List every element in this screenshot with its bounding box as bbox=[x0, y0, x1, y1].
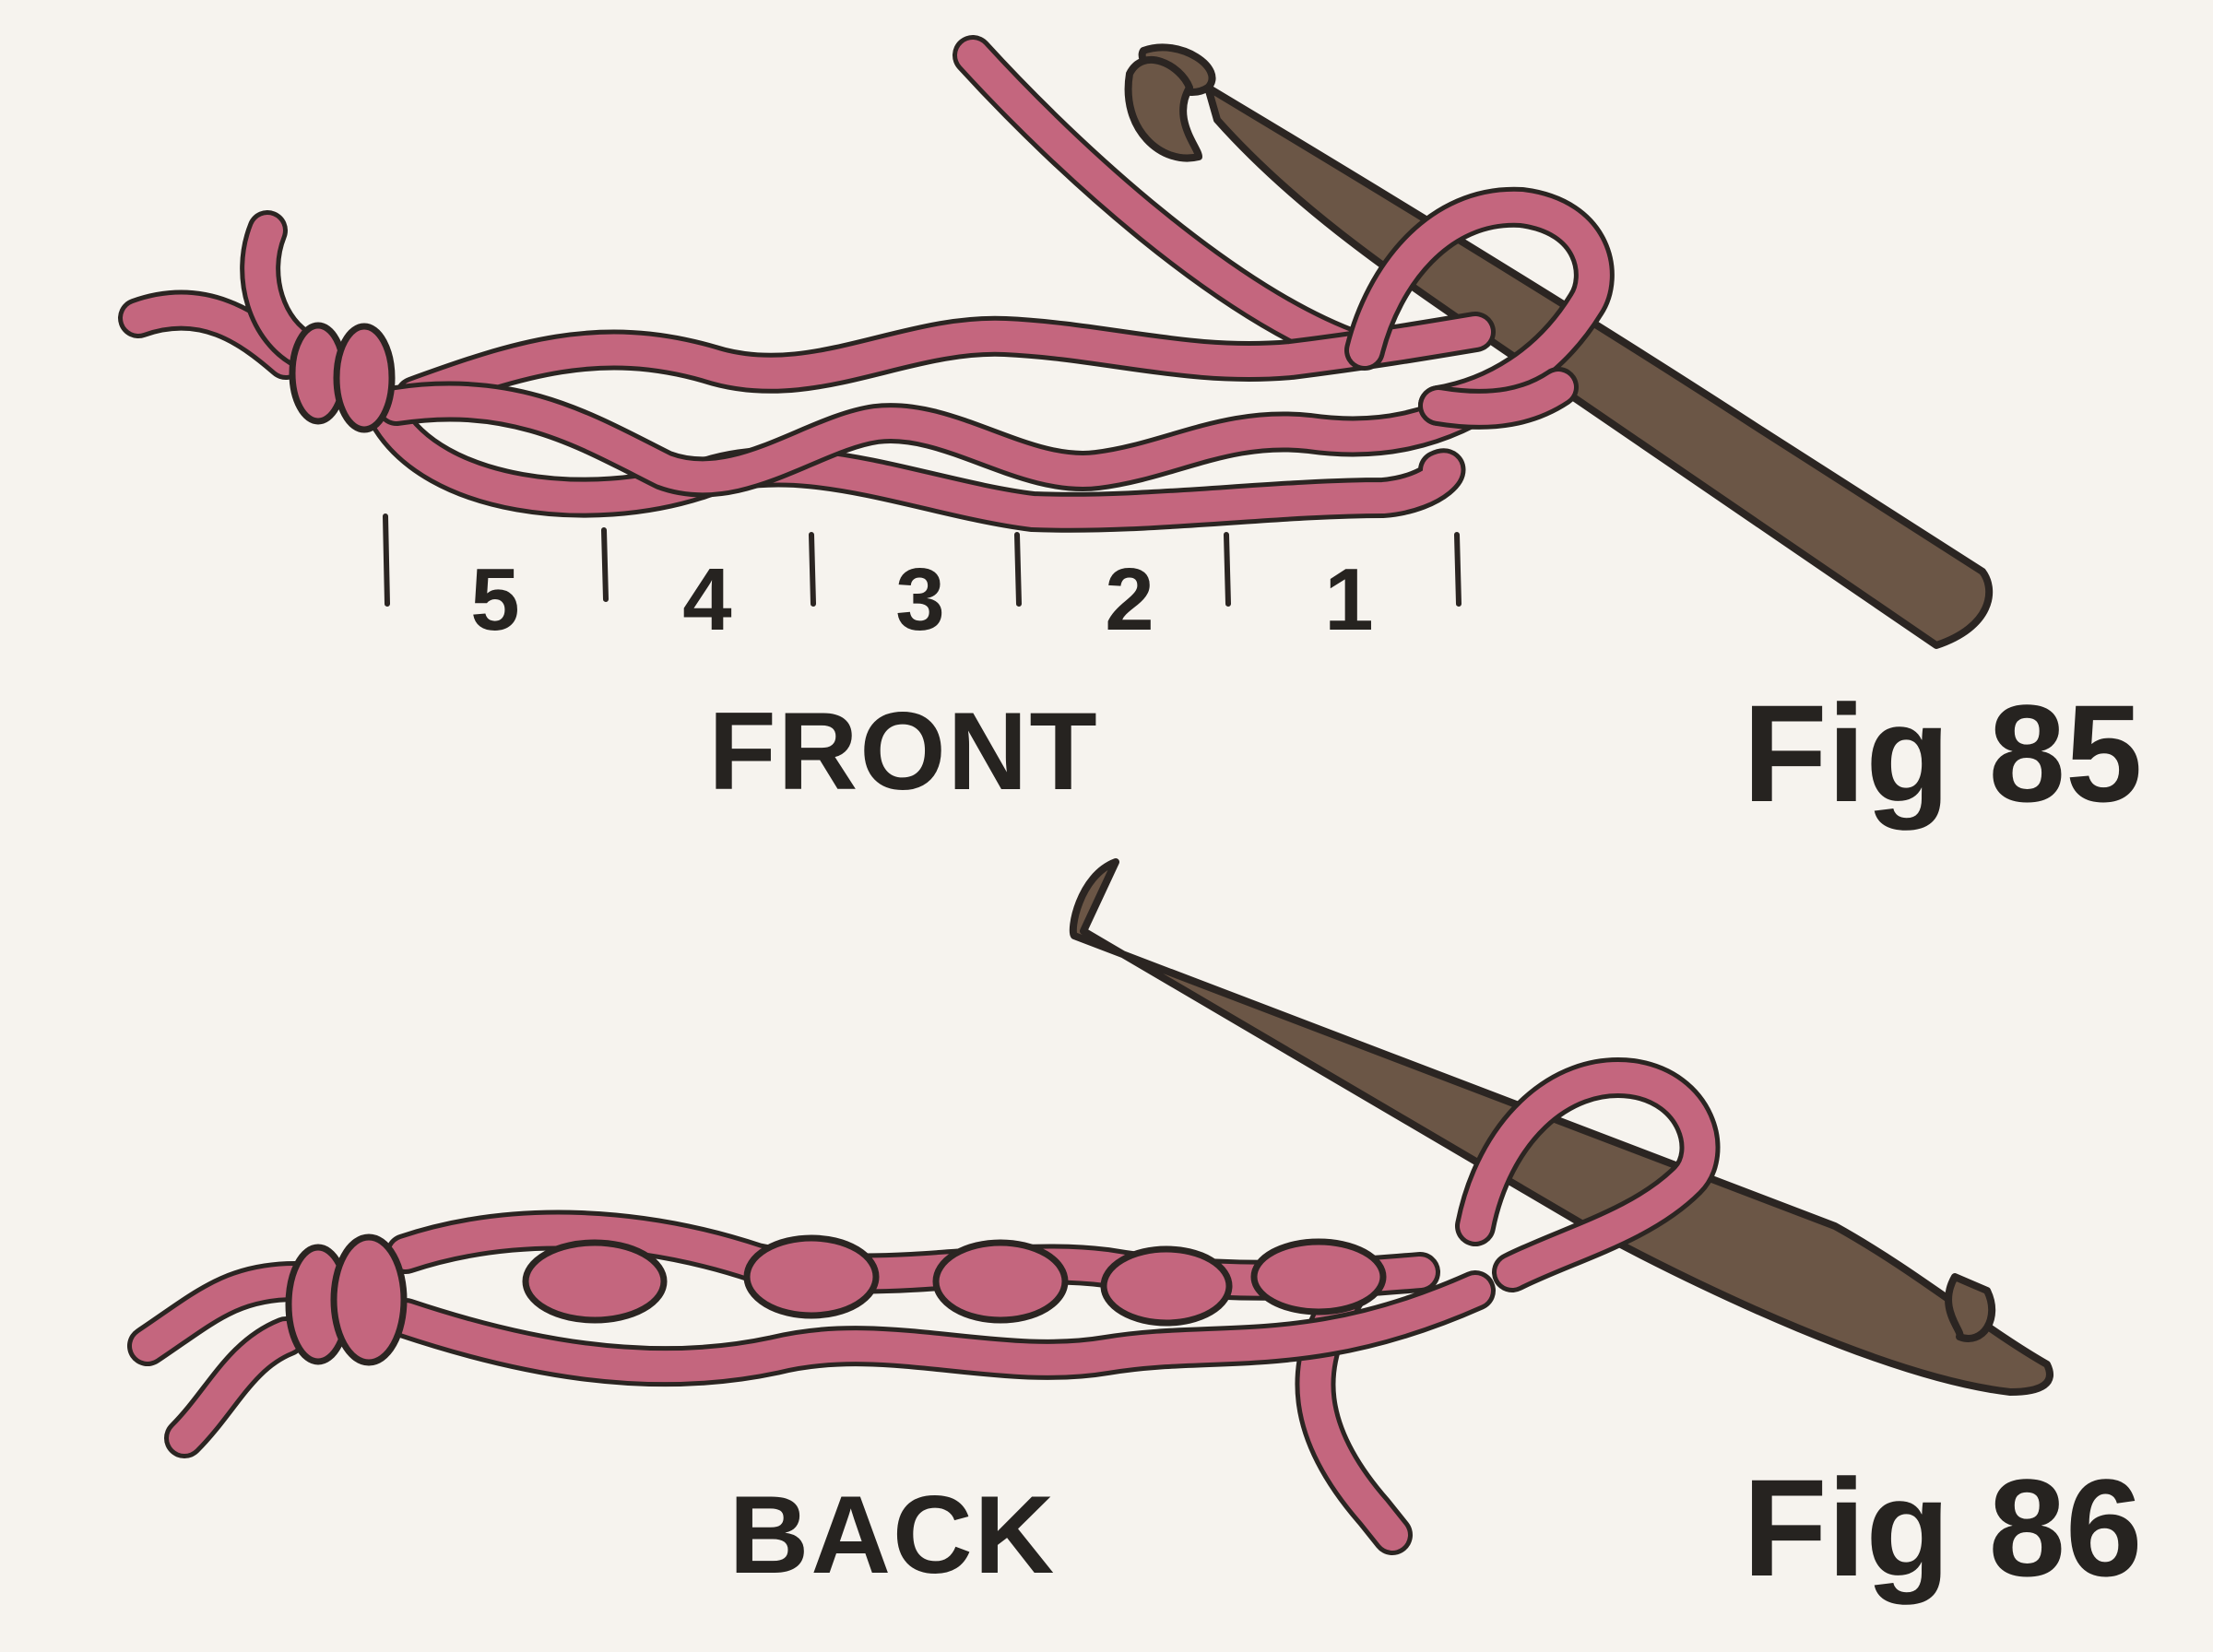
fig85-chain-icon bbox=[118, 186, 1615, 533]
fig86-figure-label: Fig 86 bbox=[1743, 1450, 2143, 1605]
fig85-stitch-number-1: 1 bbox=[1324, 550, 1374, 649]
fig85-stitch-number-2: 2 bbox=[1105, 550, 1154, 649]
fig85-stitch-number-3: 3 bbox=[895, 550, 945, 649]
fig86-illustration bbox=[127, 858, 2053, 1555]
fig85-stitch-number-5: 5 bbox=[470, 550, 520, 649]
fig86-view-label: BACK bbox=[728, 1473, 1057, 1597]
fig85-stitch-number-4: 4 bbox=[682, 550, 732, 649]
fig86-crochet-hook-icon bbox=[1069, 858, 2053, 1396]
fig85-illustration bbox=[118, 35, 1994, 649]
fig85-figure-label: Fig 85 bbox=[1743, 676, 2143, 831]
fig85-stitch-ticks bbox=[383, 513, 1462, 607]
fig85-crochet-hook-icon bbox=[1124, 43, 1994, 649]
fig86-chain-icon bbox=[127, 1057, 1721, 1458]
fig85-view-label: FRONT bbox=[708, 690, 1099, 813]
fig85-working-yarn bbox=[953, 35, 1376, 371]
